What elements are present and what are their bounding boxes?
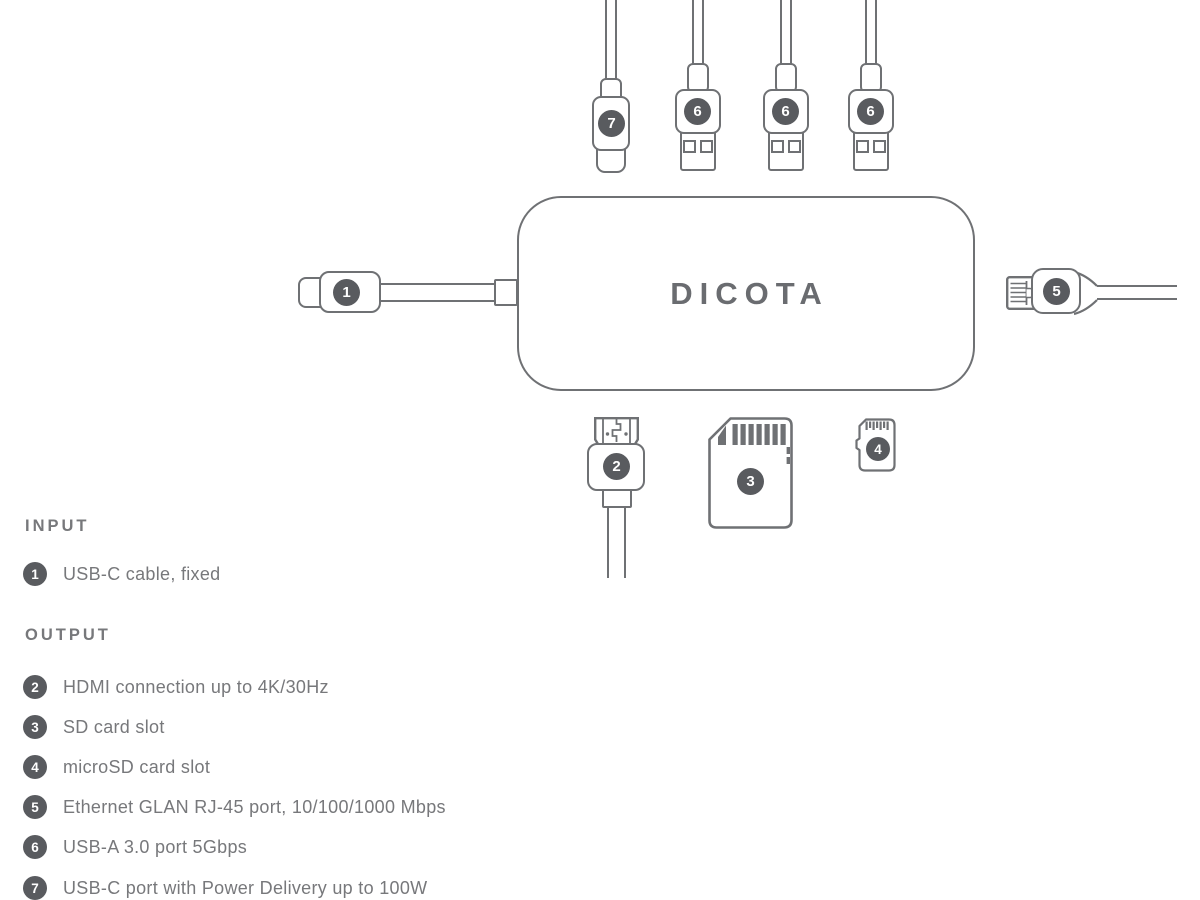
hub-body: DICOTA	[517, 196, 975, 391]
cable	[692, 0, 704, 68]
port-badge-7: 7	[598, 110, 625, 137]
port-badge-2: 2	[603, 453, 630, 480]
legend-item-badge: 6	[23, 835, 47, 859]
connector-neck	[602, 488, 632, 508]
port-badge-6: 6	[857, 98, 884, 125]
cable	[378, 283, 498, 302]
cable	[607, 506, 626, 578]
legend-item-label: HDMI connection up to 4K/30Hz	[63, 676, 329, 697]
legend-item-badge: 5	[23, 795, 47, 819]
legend-item-5: 5 Ethernet GLAN RJ-45 port, 10/100/1000 …	[23, 795, 446, 819]
legend-item-badge: 3	[23, 715, 47, 739]
legend-item-label: SD card slot	[63, 716, 165, 737]
port-badge-3: 3	[737, 468, 764, 495]
legend-item-badge: 7	[23, 876, 47, 900]
usb-a-contact-hole	[700, 140, 713, 153]
strain-relief	[494, 279, 518, 306]
usb-c-plug-tip	[596, 148, 626, 173]
legend-item-badge: 2	[23, 675, 47, 699]
port-badge-1: 1	[333, 279, 360, 306]
legend-item-3: 3 SD card slot	[23, 715, 165, 739]
legend-input-heading: INPUT	[25, 517, 90, 535]
port-badge-5: 5	[1043, 278, 1070, 305]
cable	[1096, 285, 1177, 300]
cable	[605, 0, 617, 82]
usb-a-contact-hole	[856, 140, 869, 153]
legend-item-2: 2 HDMI connection up to 4K/30Hz	[23, 675, 329, 699]
legend-item-label: USB-C cable, fixed	[63, 563, 221, 584]
usb-a-contact-hole	[873, 140, 886, 153]
legend-item-label: USB-A 3.0 port 5Gbps	[63, 836, 248, 857]
legend-item-badge: 1	[23, 562, 47, 586]
legend-item-1: 1 USB-C cable, fixed	[23, 562, 220, 586]
legend-item-label: microSD card slot	[63, 756, 211, 777]
hdmi-plug-tip	[594, 417, 639, 451]
legend-item-label: Ethernet GLAN RJ-45 port, 10/100/1000 Mb…	[63, 796, 446, 817]
legend-item-7: 7 USB-C port with Power Delivery up to 1…	[23, 876, 427, 900]
usb-a-contact-hole	[771, 140, 784, 153]
port-badge-6: 6	[684, 98, 711, 125]
usb-a-contact-hole	[683, 140, 696, 153]
usb-a-contact-hole	[788, 140, 801, 153]
connector-body	[763, 89, 809, 134]
legend-item-label: USB-C port with Power Delivery up to 100…	[63, 877, 428, 898]
port-badge-4: 4	[866, 437, 890, 461]
connector-body	[319, 271, 381, 313]
brand-logo: DICOTA	[670, 275, 829, 311]
cable	[780, 0, 792, 68]
legend-item-6: 6 USB-A 3.0 port 5Gbps	[23, 835, 247, 859]
port-badge-6: 6	[772, 98, 799, 125]
cable	[865, 0, 877, 68]
legend-item-4: 4 microSD card slot	[23, 755, 210, 779]
legend-output-heading: OUTPUT	[25, 626, 111, 644]
legend-item-badge: 4	[23, 755, 47, 779]
